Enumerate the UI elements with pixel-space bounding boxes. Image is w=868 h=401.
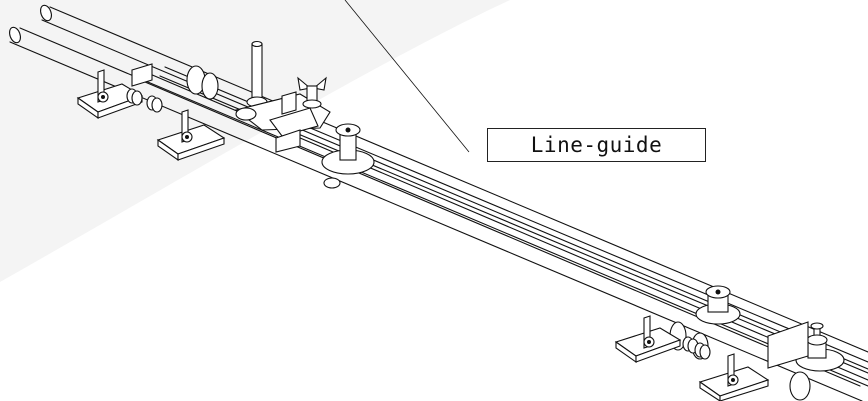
mounting-bracket-left-front (156, 109, 226, 162)
guide-roller-right-upper (695, 285, 741, 325)
rod-clamp-left (131, 63, 219, 100)
roller-bracket-right (767, 321, 809, 369)
mounting-bracket-right-rear (614, 315, 682, 364)
spring-left-2 (146, 95, 163, 113)
guide-wheel-center (321, 123, 375, 189)
spring-right-2 (694, 342, 711, 360)
wing-nut (297, 76, 327, 109)
carriage-bracket (281, 91, 297, 115)
spring-left-1 (126, 88, 143, 106)
background-swoosh (0, 0, 510, 282)
guide-roller-right-lower (795, 322, 845, 372)
line-guide-label: Line-guide (530, 133, 663, 157)
callout-leader-line (344, 0, 470, 153)
mounting-bracket-left-rear (76, 69, 144, 120)
mounting-bracket-right-front (698, 353, 770, 401)
line-guide-callout: Line-guide (487, 128, 706, 162)
